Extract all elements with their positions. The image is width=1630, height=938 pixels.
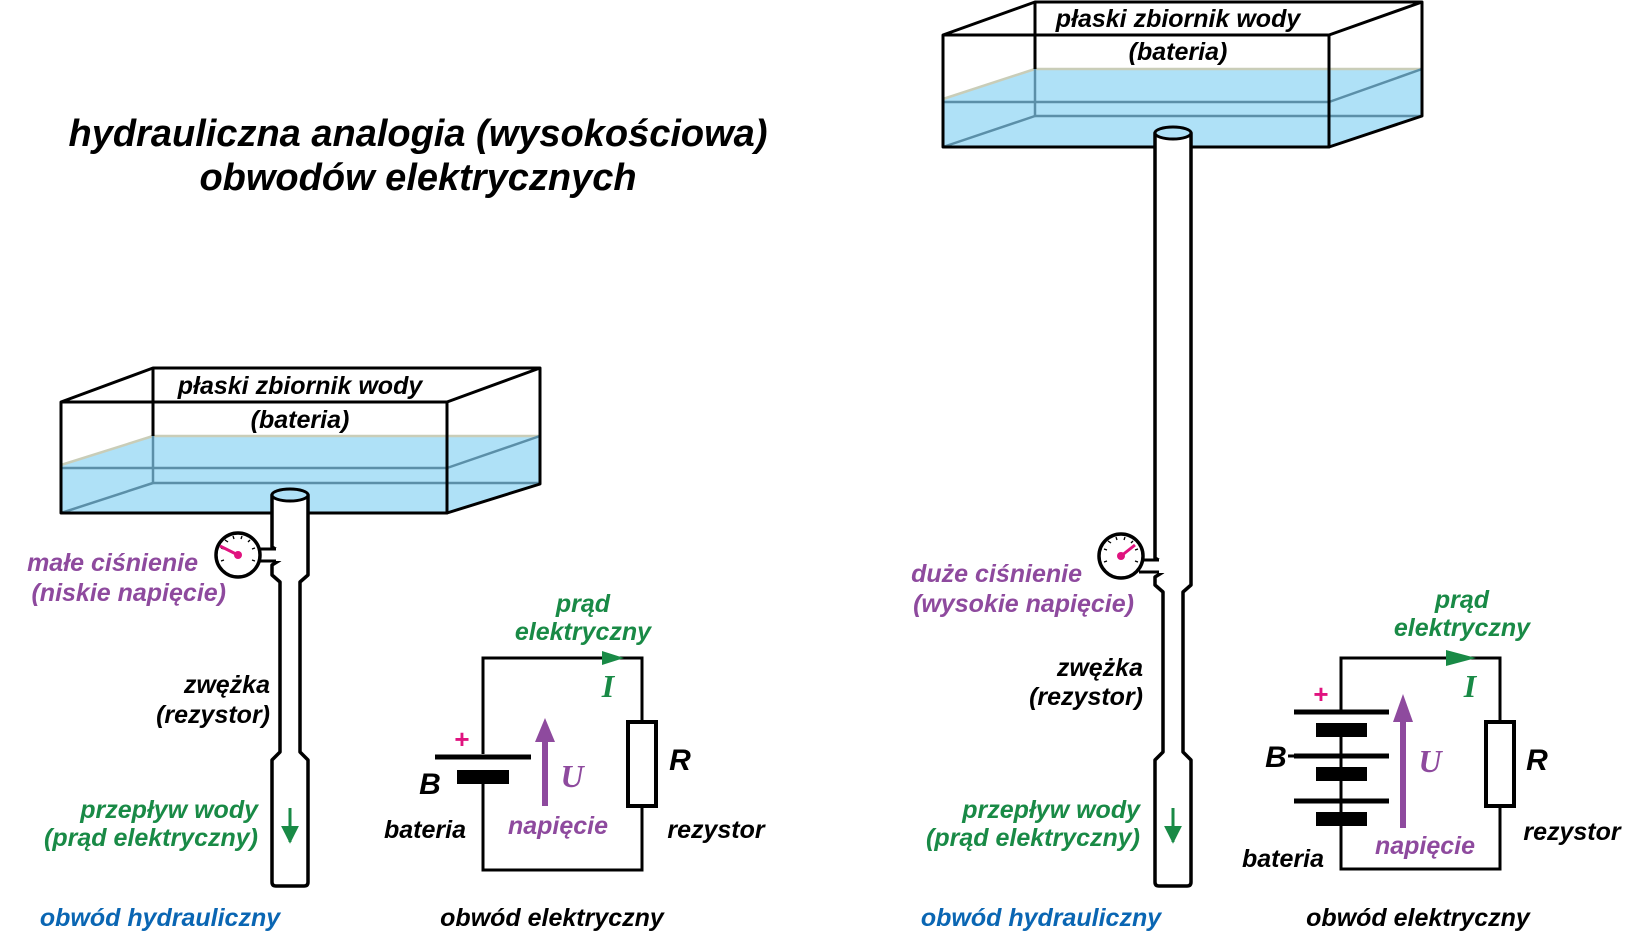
right-flow-label-1: przepływ wody [961,796,1141,824]
left-tank-label-1: płaski zbiornik wody [177,372,424,400]
right-resistor [1484,720,1516,808]
right-battery-symbol: B [1265,741,1287,774]
left-constriction-label-2: (rezystor) [156,701,270,729]
right-resistor-label: rezystor [1523,818,1622,846]
left-constriction-label-1: zwężka [183,671,270,699]
right-voltage-arrow-icon [1393,694,1413,722]
left-pipe-gauge-mask [273,548,283,561]
left-battery-plate-negative [457,770,509,784]
left-wire-top [481,656,644,754]
right-pipe-gauge-mask [1156,559,1166,573]
right-current-label-1: prąd [1434,586,1490,614]
gauge-ticks [1103,536,1139,563]
left-tank-bottom-back-left [60,481,154,515]
left-flow-label-2: (prąd elektryczny) [44,824,258,852]
left-current-label-1: prąd [555,590,611,618]
title-line-1: hydrauliczna analogia (wysokościowa) [69,113,768,155]
right-wire-top [1339,656,1502,720]
left-electric-circuit: prąd elektryczny I + B bateria U napięci… [384,590,766,932]
left-tank-front [59,402,449,515]
left-water-surface [60,434,154,467]
right-current-label-2: elektryczny [1394,614,1531,642]
right-water-side-line [1328,67,1423,104]
right-water [943,69,1422,147]
right-tank-label-1: płaski zbiornik wody [1055,5,1302,33]
right-tank-side [1328,2,1424,149]
left-pressure-gauge [214,531,276,579]
left-battery-label: bateria [384,816,466,844]
right-constriction-label-2: (rezystor) [1029,683,1143,711]
title: hydrauliczna analogia (wysokościowa) obw… [69,113,768,199]
left-current-arrow-icon [602,651,624,665]
left-resistor-symbol: R [669,744,691,777]
title-line-2: obwodów elektrycznych [199,157,636,199]
right-constriction-label-1: zwężka [1056,654,1143,682]
right-hydraulic-caption: obwód hydrauliczny [921,904,1162,932]
right-water-tank: płaski zbiornik wody (bateria) [941,0,1424,149]
left-pipe [270,493,310,888]
right-current-arrow-icon [1446,650,1476,666]
left-resistor [626,720,658,808]
right-current-symbol: I [1463,668,1478,704]
right-tank-bottom-back-left [942,114,1036,149]
left-hydraulic-circuit: płaski zbiornik wody (bateria) [27,366,542,932]
right-water-surface [942,67,1036,101]
left-plus-sign: + [454,724,469,754]
left-gauge-label-1: małe ciśnienie [27,549,198,577]
right-pressure-gauge [1097,532,1159,580]
right-electric-caption: obwód elektryczny [1306,904,1531,932]
left-water [61,436,540,513]
left-electric-caption: obwód elektryczny [440,904,665,932]
left-voltage-label: napięcie [508,812,608,840]
right-tank-label-2: (bateria) [1129,38,1228,66]
left-gauge-label-2: (niskie napięcie) [31,579,226,607]
right-battery-plate-negative-1 [1316,723,1367,737]
right-gauge-label-2: (wysokie napięcie) [913,590,1134,618]
gauge-needle-hub [234,551,242,559]
left-pipe-opening [270,487,310,503]
right-wire-bottom [1339,808,1502,871]
right-tank-front [941,35,1331,149]
right-electric-circuit: prąd elektryczny I + B bateria U napięci… [1242,586,1622,932]
left-voltage-arrow-icon [535,718,555,742]
left-battery-symbol: B [419,768,441,801]
left-current-symbol: I [601,668,616,704]
right-battery-label: bateria [1242,845,1324,873]
right-gauge-label-1: duże ciśnienie [911,560,1082,588]
left-hydraulic-caption: obwód hydrauliczny [40,904,281,932]
left-current-label-2: elektryczny [515,618,652,646]
right-hydraulic-circuit: płaski zbiornik wody (bateria) duże c [911,0,1424,932]
left-tank-label-2: (bateria) [251,406,350,434]
right-voltage-label: napięcie [1375,832,1475,860]
right-resistor-symbol: R [1526,744,1548,777]
right-pipe-opening [1153,125,1193,141]
left-water-side-line [446,434,541,470]
right-battery-plate-negative-2 [1316,767,1367,781]
right-battery [1294,709,1389,826]
right-battery-plate-negative-3 [1316,812,1367,826]
gauge-needle-hub [1117,552,1125,560]
left-water-tank: płaski zbiornik wody (bateria) [59,366,542,515]
right-voltage-symbol: U [1418,743,1443,779]
left-wire-bottom [481,783,644,872]
left-tank-side [446,368,542,515]
left-flow-label-1: przepływ wody [79,796,259,824]
left-resistor-label: rezystor [667,816,766,844]
right-plus-sign: + [1313,679,1328,709]
right-flow-label-2: (prąd elektryczny) [926,824,1140,852]
left-voltage-symbol: U [560,758,585,794]
right-pipe [1153,131,1193,888]
